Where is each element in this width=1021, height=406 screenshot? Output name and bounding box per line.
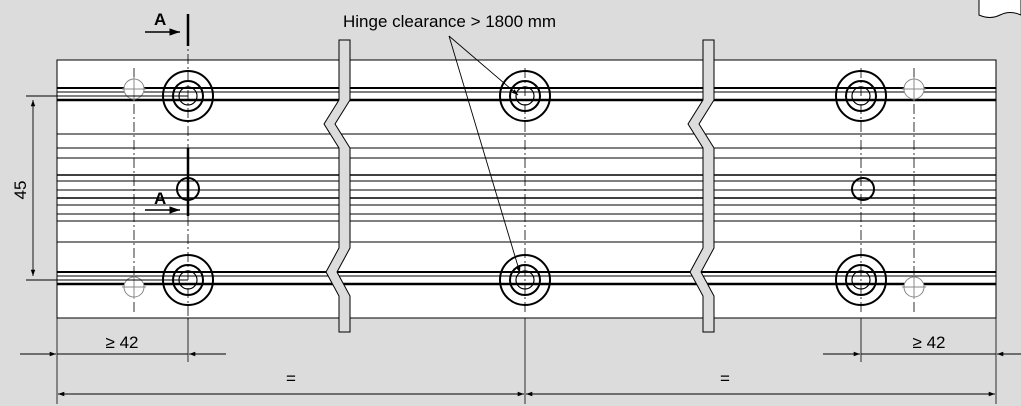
- section-marker-top: A: [145, 10, 190, 46]
- section-marker-bottom: A: [145, 148, 190, 216]
- hinge-clearance-label: Hinge clearance > 1800 mm: [343, 12, 556, 31]
- section-marker-top-label: A: [154, 10, 166, 29]
- break-gap-right: [687, 39, 715, 333]
- hinge-hole-top-right: [835, 70, 887, 122]
- fixing-holes: [122, 77, 926, 299]
- hinge-hole-bottom-right: [835, 254, 887, 306]
- dimension-equal-left-label: =: [286, 369, 296, 388]
- profile-body: [56, 59, 997, 319]
- section-marker-bottom-label: A: [154, 189, 166, 208]
- hinge-clearance-leaders: [448, 35, 521, 274]
- break-gap-left: [323, 39, 351, 333]
- extension-lines: [56, 318, 997, 404]
- page-corner-icon: [978, 0, 1021, 18]
- dimension-height-label: 45: [11, 181, 30, 200]
- dimension-equal-right-label: =: [720, 369, 730, 388]
- hinge-hole-top-center: [499, 70, 551, 122]
- dimension-edge-left-label: ≥ 42: [106, 333, 139, 352]
- dimension-height: [26, 95, 188, 281]
- hinge-hole-bottom-center: [499, 254, 551, 306]
- dimension-edge-right-label: ≥ 42: [913, 333, 946, 352]
